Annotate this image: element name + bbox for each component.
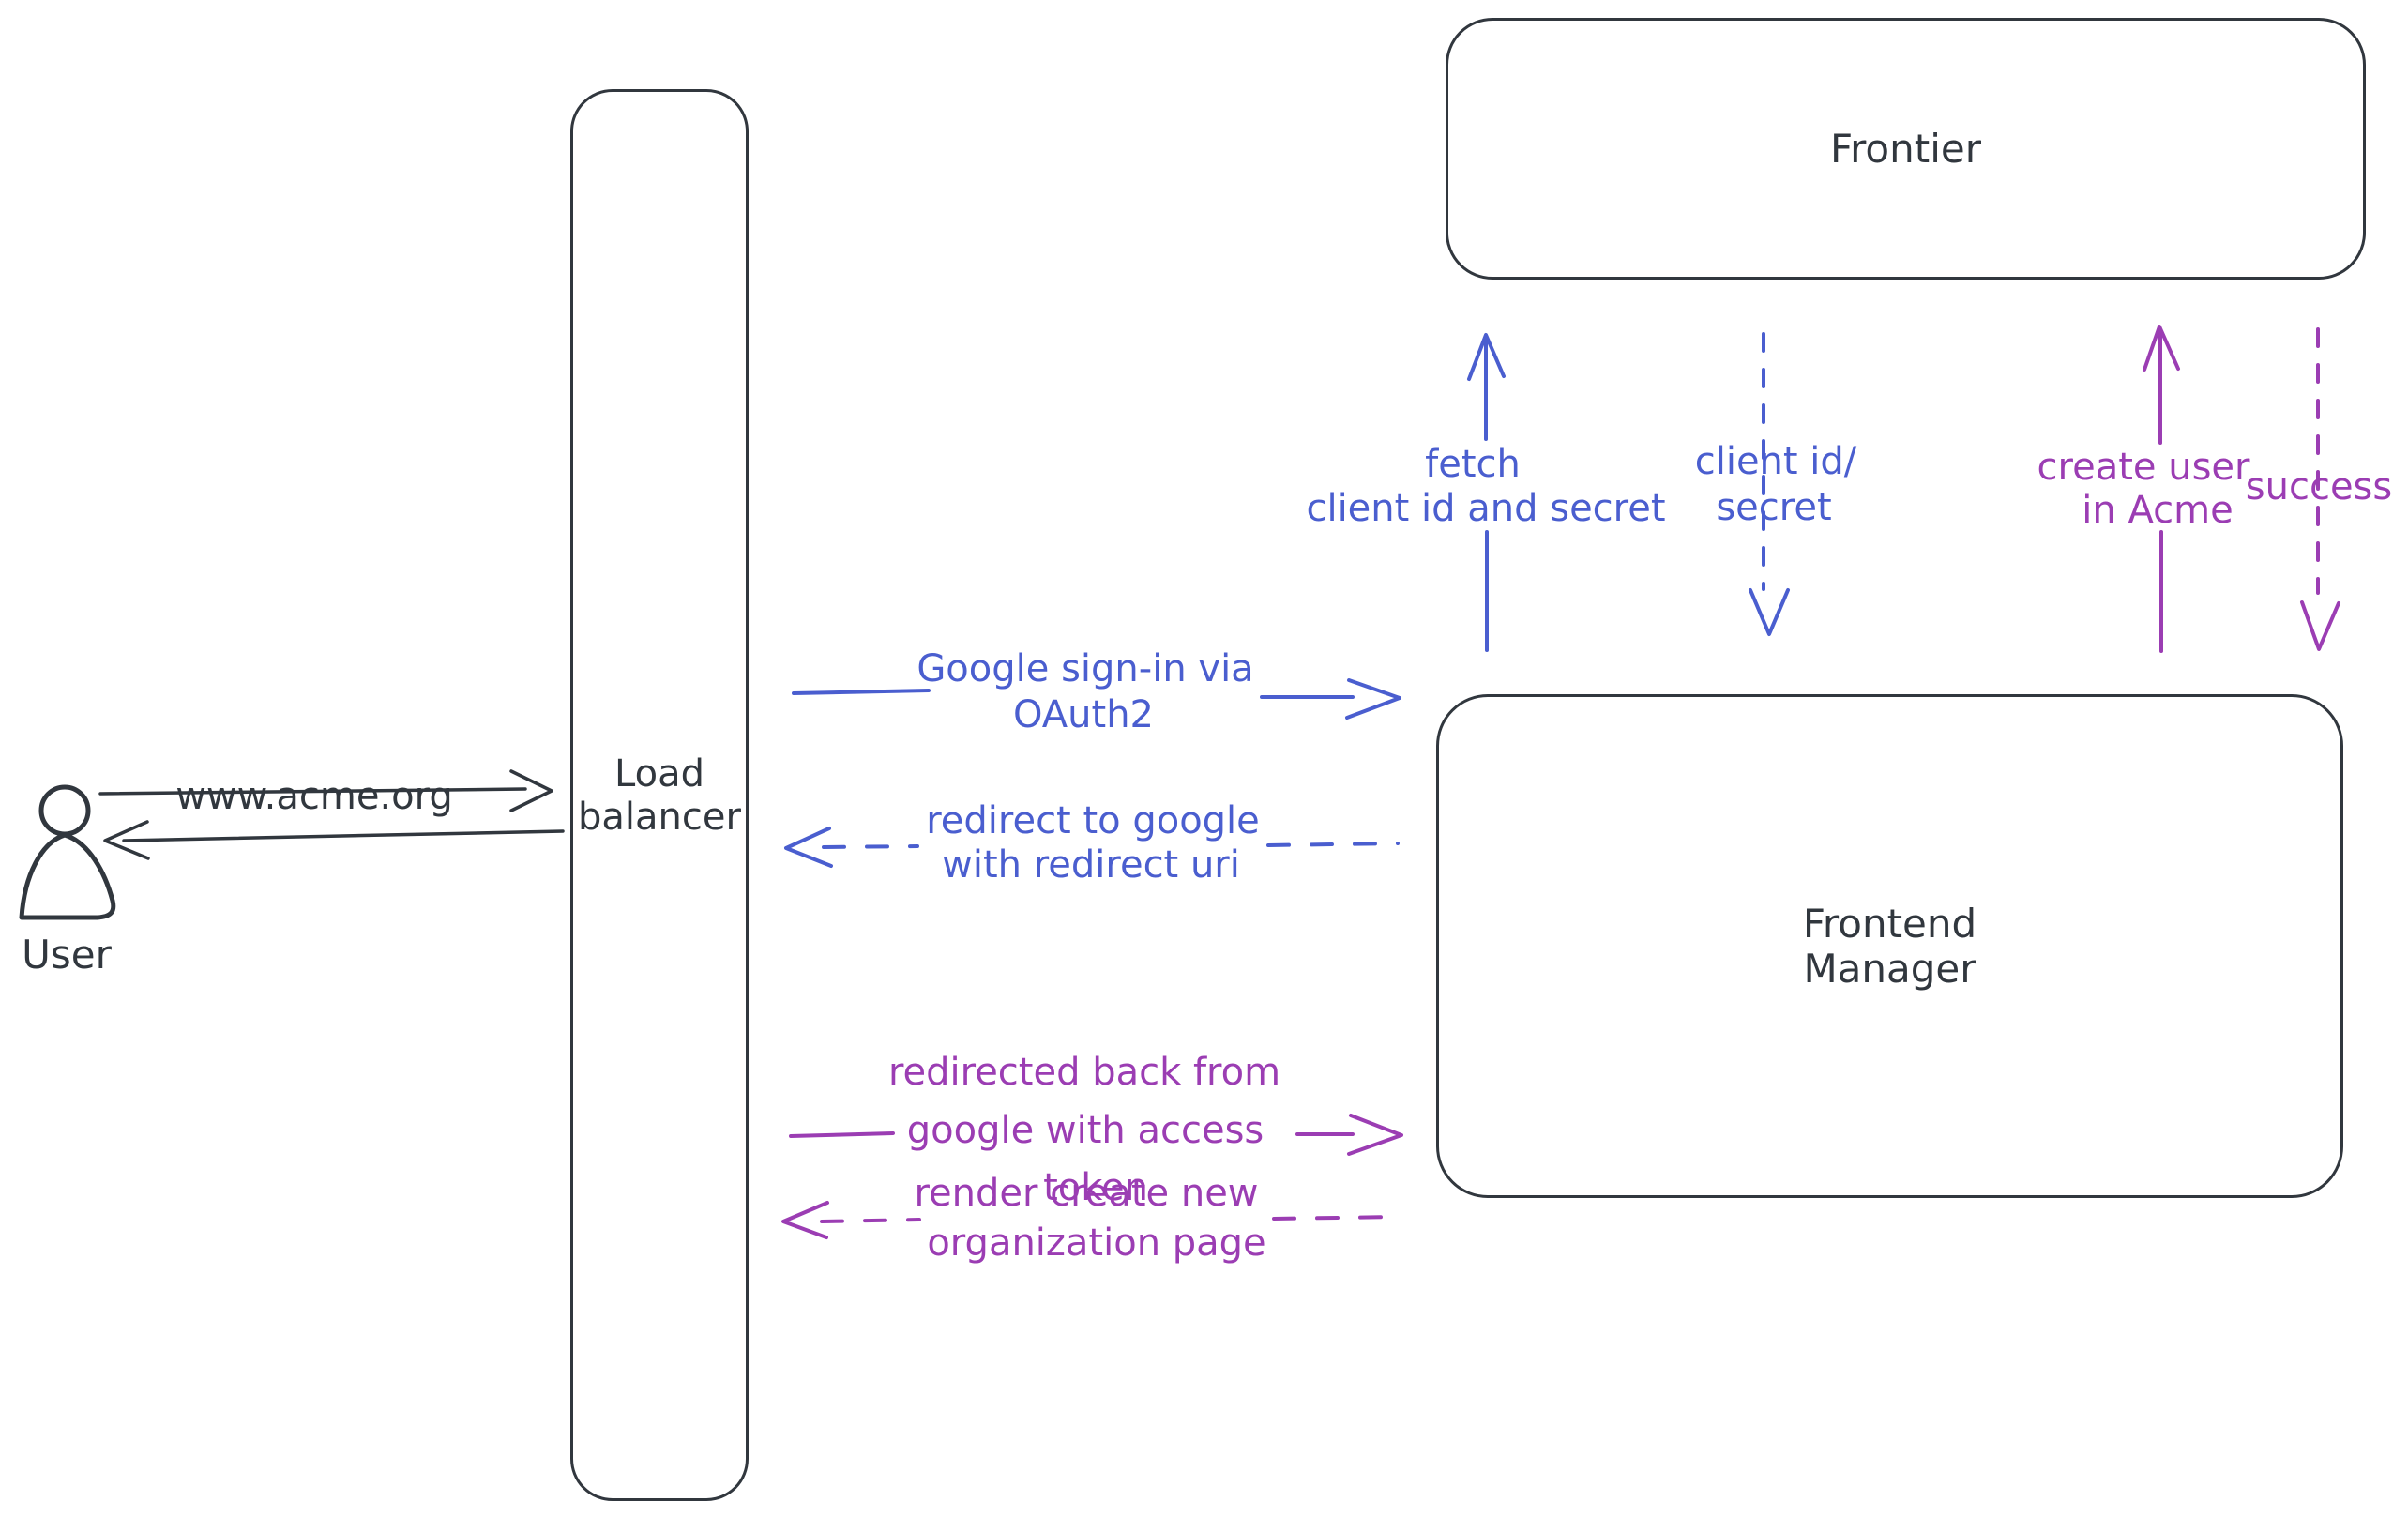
render-org-page-label-line1[interactable]: render create new: [914, 1172, 1259, 1215]
arrow-success[interactable]: [2300, 327, 2340, 651]
arrow-head: [1345, 678, 1401, 720]
arrow-head: [2143, 325, 2180, 372]
arrow-line: [1272, 1215, 1400, 1221]
redirect-to-google-label-line2[interactable]: with redirect uri: [942, 843, 1240, 887]
arrow-head: [509, 769, 553, 812]
user-body: [19, 832, 116, 920]
arrow-head: [781, 1201, 829, 1239]
create-user-label-line1[interactable]: create user: [2037, 446, 2250, 489]
arrow-render-org-page[interactable]: [781, 1201, 1400, 1239]
node-frontend-manager[interactable]: Frontend Manager: [1436, 694, 2343, 1198]
fetch-client-secret-label-line2[interactable]: client id and secret: [1306, 487, 1666, 530]
load-balancer-label-line2: balancer: [578, 795, 741, 839]
arrow-google-signin[interactable]: [792, 678, 1401, 720]
redirect-to-google-label-line1[interactable]: redirect to google: [926, 799, 1260, 842]
redirected-back-label-line1[interactable]: redirected back from: [887, 1051, 1281, 1094]
fetch-client-secret-label-line1[interactable]: fetch: [1425, 443, 1521, 486]
arrow-redirected-back[interactable]: [789, 1114, 1403, 1156]
node-load-balancer[interactable]: Load balancer: [570, 89, 749, 1501]
arrow-head: [1749, 588, 1790, 636]
create-user-label-line2[interactable]: in Acme: [2082, 489, 2234, 532]
arrow-fetch-client-secret[interactable]: [1467, 333, 1506, 652]
arrow-head: [1467, 333, 1506, 381]
render-org-page-label-line2[interactable]: organization page: [927, 1221, 1266, 1265]
frontier-label: Frontier: [1829, 125, 1981, 172]
user-label[interactable]: User: [22, 932, 112, 978]
arrow-head: [2300, 600, 2340, 651]
user-head: [38, 784, 91, 837]
google-signin-label-line1[interactable]: Google sign-in via: [916, 647, 1254, 690]
arrow-head: [103, 820, 150, 860]
arrow-line: [122, 829, 565, 842]
arrow-head: [1347, 1114, 1403, 1156]
arrow-redirect-to-google[interactable]: [784, 827, 1400, 868]
arrow-user-request[interactable]: [98, 769, 553, 812]
arrow-head: [784, 827, 833, 868]
frontend-manager-label-line1: Frontend: [1802, 900, 1977, 947]
user-request-label[interactable]: www.acme.org: [175, 775, 453, 818]
arrow-create-user[interactable]: [2143, 325, 2180, 653]
load-balancer-label-line1: Load: [614, 751, 704, 796]
node-frontier[interactable]: Frontier: [1446, 18, 2366, 280]
arrow-line: [822, 844, 919, 849]
arrow-line: [98, 787, 527, 796]
arrow-line: [820, 1218, 921, 1223]
arrow-lb-response[interactable]: [103, 820, 565, 860]
arrow-line: [792, 689, 931, 695]
user-figure[interactable]: [19, 784, 116, 920]
frontend-manager-label-line2: Manager: [1803, 945, 1976, 992]
arrow-line: [789, 1131, 895, 1138]
arrow-client-id-secret[interactable]: [1749, 332, 1790, 636]
google-signin-label-line2[interactable]: OAuth2: [1013, 693, 1154, 736]
arrow-line: [1266, 842, 1400, 847]
redirected-back-label-line2[interactable]: google with access: [906, 1109, 1265, 1152]
client-id-secret-label-line2[interactable]: secret: [1716, 486, 1832, 529]
client-id-secret-label-line1[interactable]: client id/: [1694, 440, 1857, 483]
success-label[interactable]: success: [2245, 465, 2393, 508]
redirected-back-label-line3[interactable]: token: [1043, 1166, 1148, 1209]
